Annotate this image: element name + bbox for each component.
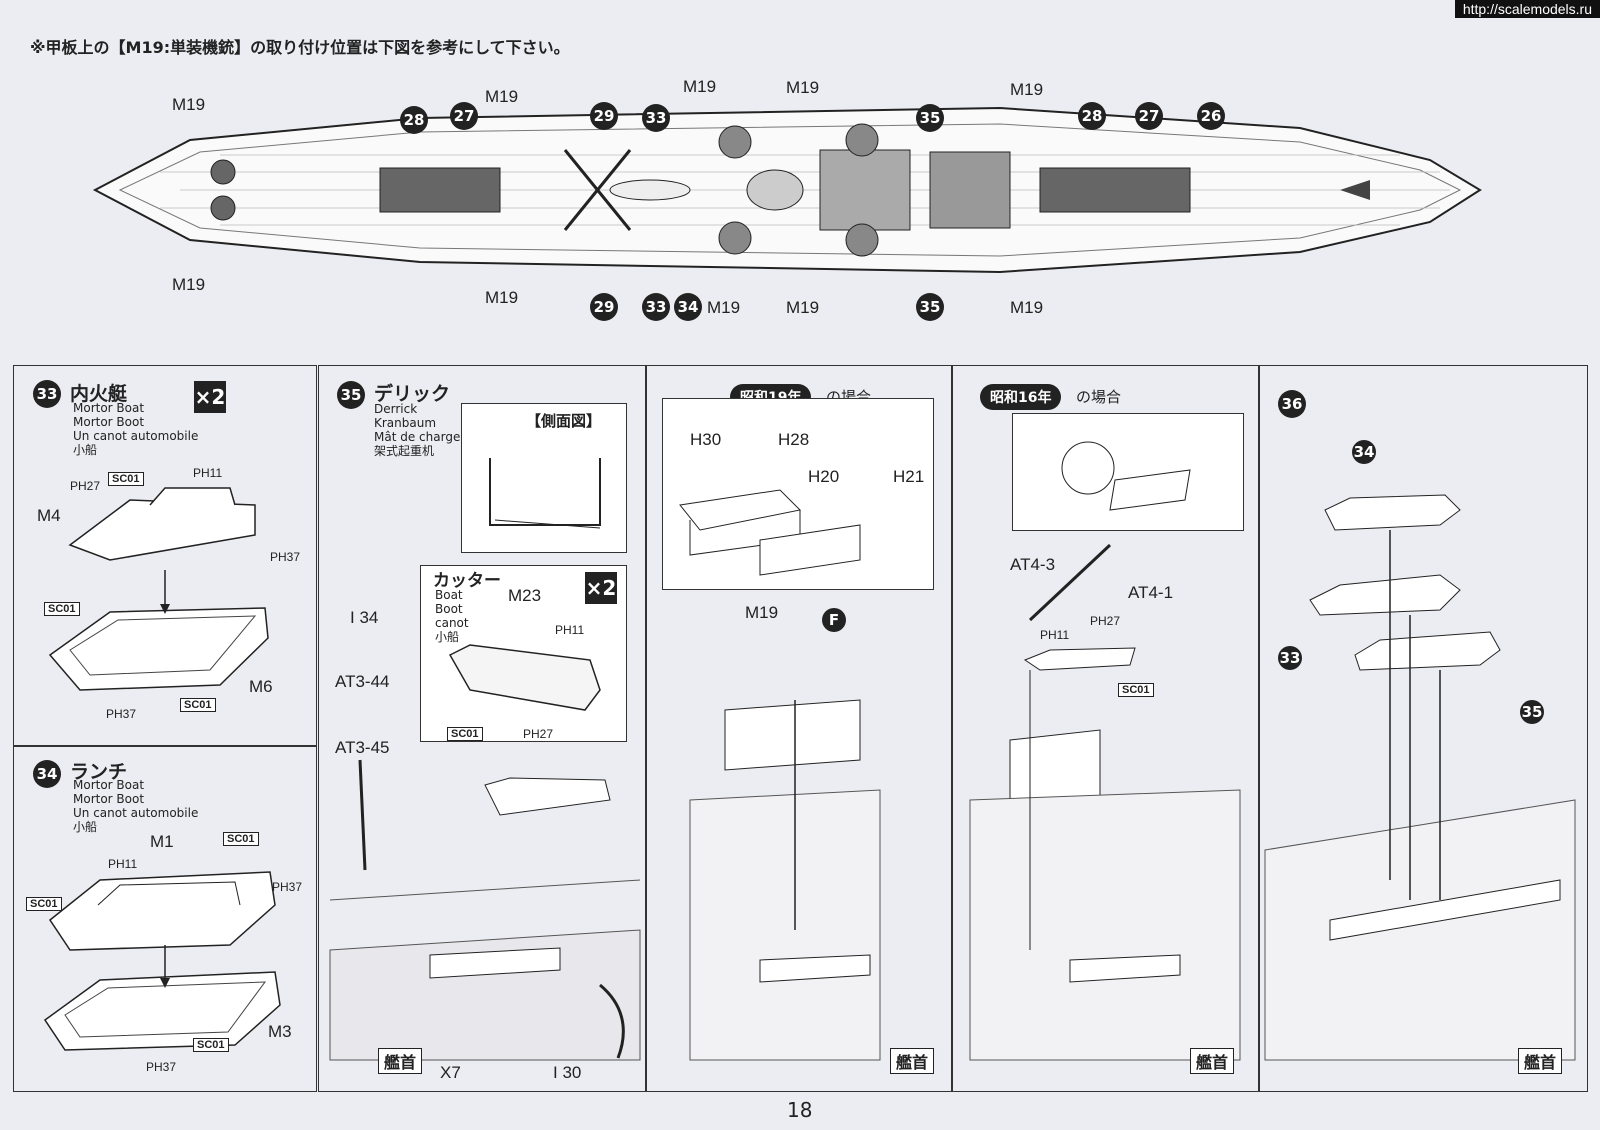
- part-ph11: PH11: [108, 857, 138, 871]
- part-at3-45: AT3-45: [335, 738, 390, 757]
- part-h28: H28: [778, 430, 810, 449]
- era-case: の場合: [1076, 388, 1122, 406]
- part-sc01: SC01: [1118, 683, 1154, 697]
- era-badge: 昭和16年: [980, 384, 1062, 410]
- step-34-marker: 34: [1352, 440, 1376, 464]
- step-33-marker: 33: [1278, 646, 1302, 670]
- part-x7: X7: [440, 1063, 461, 1082]
- m19-label: M19: [683, 77, 717, 96]
- step-26-marker: 26: [1197, 102, 1225, 130]
- bow-direction-label: 艦首: [1190, 1048, 1235, 1074]
- step-34-number: 34: [33, 760, 61, 788]
- s16-detail-box: [1012, 413, 1244, 531]
- panel-34-frame: [13, 745, 317, 1092]
- panel-33-title: 内火艇: [70, 383, 128, 405]
- step-34-marker: 34: [674, 293, 702, 321]
- step-35-marker: 35: [1520, 700, 1544, 724]
- step-27-marker: 27: [450, 102, 478, 130]
- part-sc01: SC01: [108, 472, 144, 486]
- part-m23: M23: [508, 586, 542, 605]
- m19-label: M19: [485, 288, 519, 307]
- part-sc01: SC01: [44, 602, 80, 616]
- page-number: 18: [787, 1098, 813, 1122]
- bow-direction-label: 艦首: [378, 1048, 423, 1074]
- part-ph37: PH37: [272, 880, 303, 894]
- part-sc01: SC01: [193, 1038, 229, 1052]
- quantity-badge: ×2: [194, 381, 226, 413]
- step-33-marker: 33: [642, 293, 670, 321]
- part-ph11: PH11: [555, 623, 585, 637]
- panel-35-frame: [318, 365, 646, 1092]
- part-ph11: PH11: [193, 466, 223, 480]
- m19-label: M19: [172, 275, 206, 294]
- watermark: http://scalemodels.ru: [1454, 0, 1600, 18]
- part-ph37: PH37: [146, 1060, 177, 1074]
- part-f-marker: F: [822, 608, 846, 632]
- m19-label: M19: [707, 298, 741, 317]
- panel-36-frame: [1259, 365, 1588, 1092]
- cutter-title: カッター: [433, 571, 501, 591]
- step-29-marker: 29: [590, 293, 618, 321]
- part-h30: H30: [690, 430, 722, 449]
- step-33-marker: 33: [642, 104, 670, 132]
- m19-label: M19: [1010, 298, 1044, 317]
- part-sc01: SC01: [180, 698, 216, 712]
- step-27-marker: 27: [1135, 102, 1163, 130]
- part-at3-44: AT3-44: [335, 672, 390, 691]
- part-m19: M19: [745, 603, 779, 622]
- part-ph37: PH37: [106, 707, 137, 721]
- panel-33-frame: [13, 365, 317, 747]
- instruction-note: ※甲板上の【M19:単装機銃】の取り付け位置は下図を参考にして下さい。: [30, 38, 570, 57]
- part-m6: M6: [249, 677, 273, 696]
- step-28-marker: 28: [1078, 102, 1106, 130]
- step-35-marker: 35: [916, 293, 944, 321]
- part-i30: I 30: [553, 1063, 582, 1082]
- bow-direction-label: 艦首: [890, 1048, 935, 1074]
- part-ph27: PH27: [70, 479, 101, 493]
- panel-s19-frame: [646, 365, 952, 1092]
- step-28-marker: 28: [400, 106, 428, 134]
- panel-s16-frame: [952, 365, 1259, 1092]
- part-m1: M1: [150, 832, 174, 851]
- m19-label: M19: [172, 95, 206, 114]
- part-ph27: PH27: [1090, 614, 1121, 628]
- step-35-number: 35: [337, 381, 365, 409]
- step-33-number: 33: [33, 380, 61, 408]
- part-ph37: PH37: [270, 550, 301, 564]
- part-h20: H20: [808, 467, 840, 486]
- m19-label: M19: [1010, 80, 1044, 99]
- step-36-number: 36: [1278, 390, 1306, 418]
- panel-35-title: デリック: [374, 383, 451, 405]
- step-35-marker: 35: [916, 104, 944, 132]
- bow-direction-label: 艦首: [1518, 1048, 1563, 1074]
- part-m3: M3: [268, 1022, 292, 1041]
- quantity-badge: ×2: [585, 572, 617, 604]
- part-sc01: SC01: [447, 727, 483, 741]
- part-ph11: PH11: [1040, 628, 1070, 642]
- part-sc01: SC01: [26, 897, 62, 911]
- part-at4-3: AT4-3: [1010, 555, 1056, 574]
- part-m4: M4: [37, 506, 61, 525]
- panel-34-title: ランチ: [70, 761, 128, 783]
- side-view-label: 【側面図】: [526, 412, 602, 430]
- m19-label: M19: [786, 298, 820, 317]
- part-at4-1: AT4-1: [1128, 583, 1174, 602]
- part-h21: H21: [893, 467, 925, 486]
- part-i34: I 34: [350, 608, 379, 627]
- m19-label: M19: [786, 78, 820, 97]
- part-sc01: SC01: [223, 832, 259, 846]
- step-29-marker: 29: [590, 102, 618, 130]
- part-ph27: PH27: [523, 727, 554, 741]
- m19-label: M19: [485, 87, 519, 106]
